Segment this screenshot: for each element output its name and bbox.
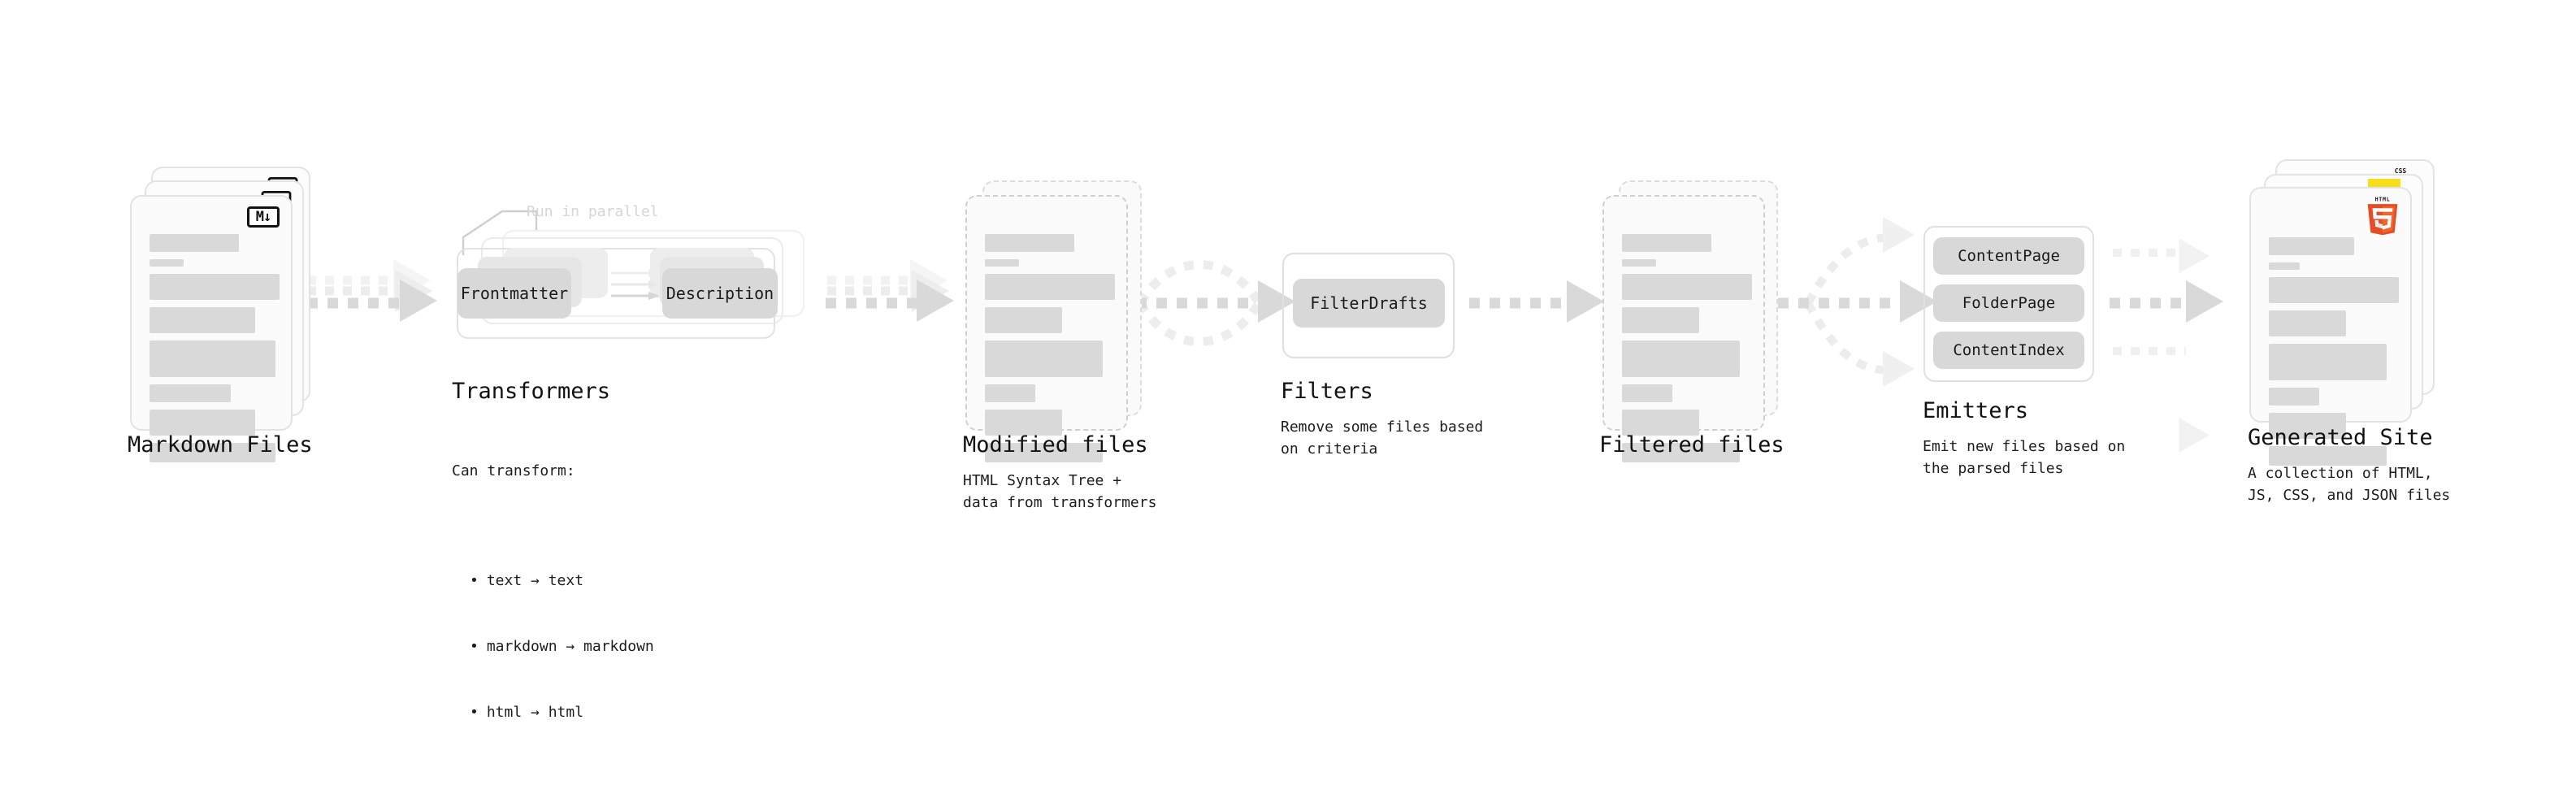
stage-title-generated-site: Generated Site [2248,425,2433,450]
diagram-canvas: M↓ M↓ M↓ Markdown Files Run in parall [0,0,2576,681]
parallel-annotation: Run in parallel [527,203,659,220]
emitters-group-box [1923,226,2094,382]
connector-layer [307,216,2223,453]
stage-title-modified-files: Modified files [963,432,1148,458]
markdown-badge-icon: M↓ [247,206,280,228]
modified-card-front [965,195,1128,462]
transform-lead: Can transform: [452,462,575,479]
connector-filtered-to-emitters [1778,216,1937,387]
transform-list: text → text markdown → markdown html → h… [452,526,654,767]
connector-emitters-to-site [2110,238,2223,453]
skeleton-bars [2269,237,2399,473]
stage-subtitle-transformers: Can transform: text → text markdown → ma… [452,416,654,811]
stage-subtitle-generated-site: A collection of HTML, JS, CSS, and JSON … [2248,465,2451,504]
transformer-chip-description[interactable]: Description [662,268,778,319]
emitter-chip-contentindex[interactable]: ContentIndex [1933,332,2084,369]
emitter-chip-contentpage[interactable]: ContentPage [1933,237,2084,275]
transformer-inner-arrows-icon [611,269,660,300]
svg-text:HTML: HTML [2375,196,2391,202]
stage-title-filters: Filters [1281,379,1373,404]
markdown-card-front: M↓ [130,195,293,462]
transform-item: html → html [470,701,654,723]
parallel-bracket-icon [462,210,538,255]
stage-title-filtered-files: Filtered files [1599,432,1785,458]
stage-title-markdown-files: Markdown Files [128,432,313,458]
filtered-card-front [1602,195,1765,462]
transformer-chip-frontmatter[interactable]: Frontmatter [458,268,571,319]
skeleton-bars [150,234,280,470]
transform-item: markdown → markdown [470,635,654,657]
connector-modified-to-filters [1136,260,1295,346]
filter-chip-filterdrafts[interactable]: FilterDrafts [1293,279,1445,327]
connector-filters-to-filtered [1469,280,1604,323]
stage-subtitle-emitters: Emit new files based on the parsed files [1923,438,2126,477]
stage-title-transformers: Transformers [452,379,611,404]
connector-md-to-transformers [307,259,437,322]
stage-subtitle-modified-files: HTML Syntax Tree + data from transformer… [963,472,1157,511]
stage-subtitle-filters: Remove some files based on criteria [1281,419,1484,458]
stage-title-emitters: Emitters [1923,398,2029,423]
html5-badge-icon: HTML [2367,196,2398,236]
connector-transformers-to-modified [826,259,954,322]
transform-item: text → text [470,570,654,592]
filters-group-box [1282,253,1455,358]
site-card-front: HTML [2249,187,2412,466]
skeleton-bars [985,234,1115,470]
skeleton-bars [1622,234,1752,470]
emitter-chip-folderpage[interactable]: FolderPage [1933,284,2084,322]
